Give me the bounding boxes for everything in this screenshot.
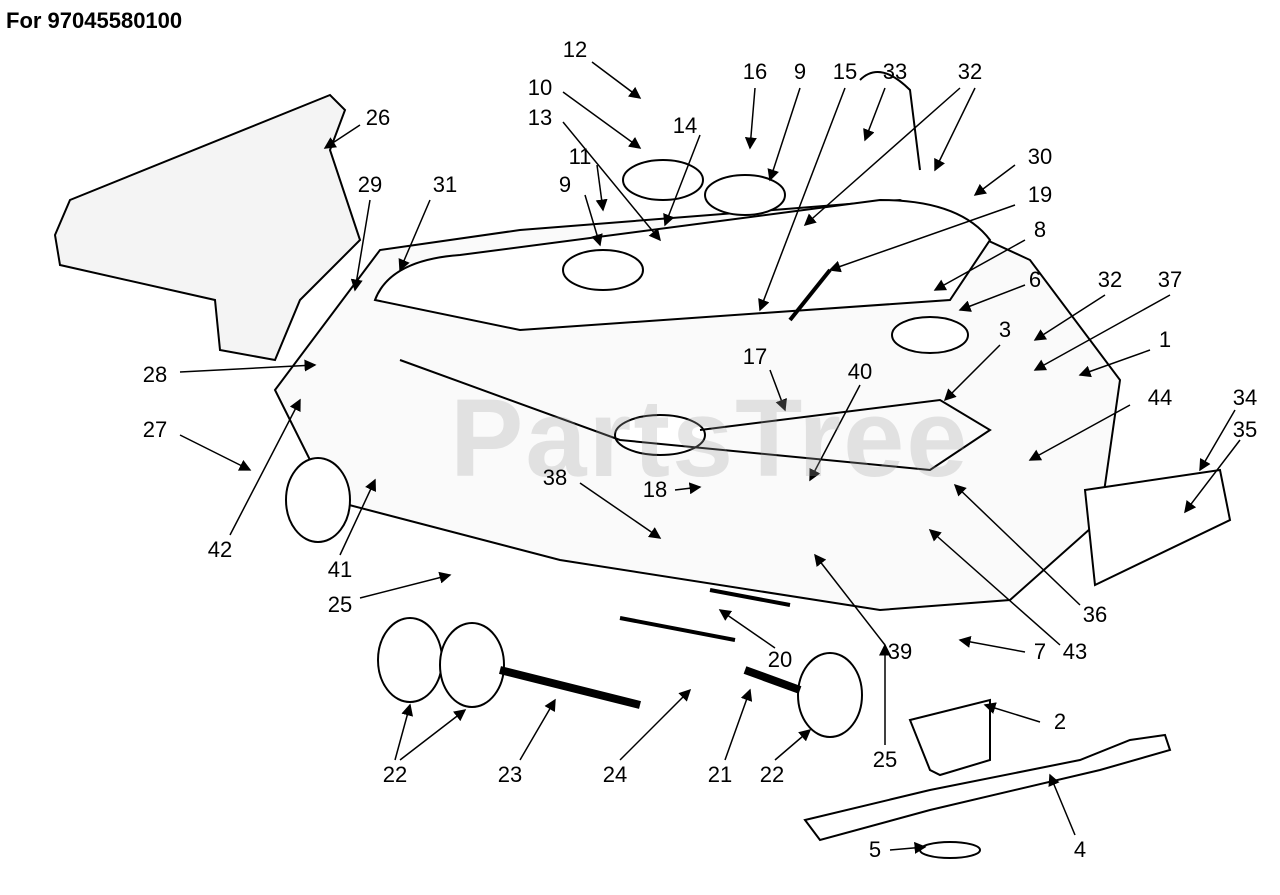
part-callout: 43	[1062, 639, 1088, 664]
part-callout: 22	[382, 762, 408, 787]
part-callout: 7	[1033, 639, 1047, 664]
part-callout: 35	[1232, 417, 1258, 442]
pulley	[891, 316, 969, 354]
part-callout: 8	[1033, 217, 1047, 242]
blade	[803, 733, 1172, 842]
gauge-wheel	[377, 617, 443, 703]
part-callout: 17	[742, 344, 768, 369]
gauge-wheel	[439, 622, 505, 708]
part-callout: 38	[542, 465, 568, 490]
diagram-title: For 97045580100	[6, 8, 183, 33]
part-callout: 25	[872, 747, 898, 772]
gauge-wheel	[797, 652, 863, 738]
part-callout: 33	[882, 59, 908, 84]
part-callout: 42	[207, 537, 233, 562]
part-callout: 1	[1158, 327, 1172, 352]
part-callout: 34	[1232, 385, 1258, 410]
part-callout: 19	[1027, 182, 1053, 207]
part-callout: 9	[558, 172, 572, 197]
part-callout: 6	[1028, 267, 1042, 292]
part-callout: 13	[527, 105, 553, 130]
part-callout: 3	[998, 317, 1012, 342]
part-callout: 9	[793, 59, 807, 84]
part-callout: 2	[1053, 709, 1067, 734]
pulley	[562, 249, 644, 291]
part-callout: 41	[327, 557, 353, 582]
part-callout: 29	[357, 172, 383, 197]
part-callout: 40	[847, 359, 873, 384]
part-callout: 32	[1097, 267, 1123, 292]
pulley	[704, 174, 786, 216]
center-pulley	[614, 414, 706, 456]
leader-lines	[179, 61, 1241, 854]
watermark: PartsTree	[450, 377, 970, 500]
part-callout: 20	[767, 647, 793, 672]
discharge-chute	[53, 93, 362, 362]
part-callout: 16	[742, 59, 768, 84]
part-callout: 36	[1082, 602, 1108, 627]
part-callout: 12	[562, 37, 588, 62]
part-callout: 15	[832, 59, 858, 84]
pulley	[622, 159, 704, 201]
part-callout: 5	[868, 837, 882, 862]
part-callout: 14	[672, 113, 698, 138]
belt	[399, 359, 992, 472]
part-callout: 21	[707, 762, 733, 787]
spindle	[908, 698, 991, 777]
part-callout: 44	[1147, 385, 1173, 410]
part-callout: 26	[365, 105, 391, 130]
part-callout: 10	[527, 75, 553, 100]
part-callout: 4	[1073, 837, 1087, 862]
part-callout: 11	[568, 144, 592, 169]
part-callout: 27	[142, 417, 168, 442]
part-callout: 22	[759, 762, 785, 787]
part-callout: 32	[957, 59, 983, 84]
part-callout: 18	[642, 477, 668, 502]
gauge-wheel	[285, 457, 351, 543]
part-callout: 31	[432, 172, 458, 197]
part-callout: 24	[602, 762, 628, 787]
part-callout: 39	[887, 639, 913, 664]
part-callout: 23	[497, 762, 523, 787]
part-callout: 25	[327, 592, 353, 617]
part-callout: 30	[1027, 144, 1053, 169]
part-callout: 37	[1157, 267, 1183, 292]
part-callout: 28	[142, 362, 168, 387]
